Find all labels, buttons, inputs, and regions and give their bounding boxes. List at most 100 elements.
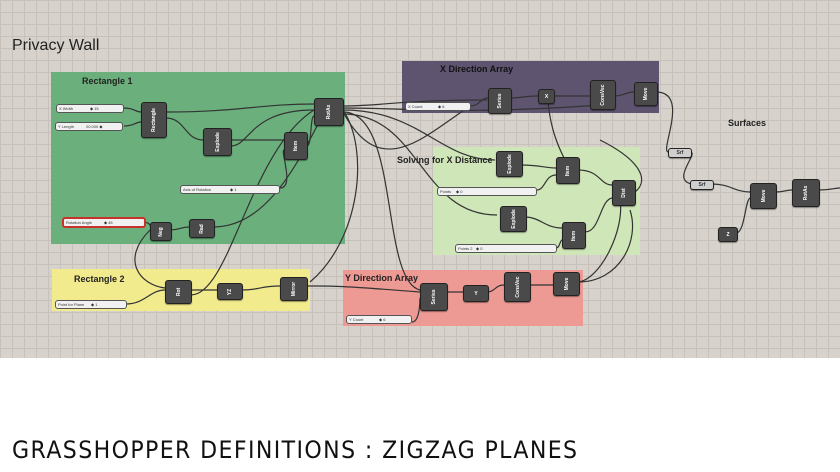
slider-y-length[interactable]: Y Length 20.000 ◆ xyxy=(55,122,123,131)
group-label: Rectangle 2 xyxy=(74,274,125,284)
wire xyxy=(655,91,674,153)
component-name: Rot xyxy=(175,287,182,297)
slider-point-for-plane[interactable]: Point for Plane ◆ 1 xyxy=(55,300,127,309)
component-yz-plane[interactable]: YZ xyxy=(217,283,243,300)
slider-label: X Width xyxy=(59,106,74,111)
slider-value: ◆ 1 xyxy=(230,187,237,192)
wire xyxy=(469,97,489,107)
slider-value: ◆ 0 xyxy=(476,246,483,251)
group-label: Rectangle 1 xyxy=(82,76,133,86)
wire xyxy=(305,285,421,293)
component-move-x[interactable]: Move xyxy=(634,82,658,106)
wire xyxy=(241,285,281,291)
component-name: Rectangle xyxy=(151,108,157,132)
wire xyxy=(524,216,563,229)
canvas-title: Privacy Wall xyxy=(12,37,100,54)
component-rotate-axis[interactable]: RotAx xyxy=(314,98,344,126)
wire xyxy=(599,139,643,193)
slider-x-width[interactable]: X Width ◆ 15 xyxy=(56,104,124,113)
slider-label: X Count xyxy=(408,104,423,109)
grasshopper-canvas[interactable]: Privacy Wall Rectangle 1 Rectangle 2 X D… xyxy=(0,0,840,358)
component-name: Mirror xyxy=(291,281,297,297)
wire xyxy=(169,226,190,231)
component-name: Move xyxy=(760,189,767,203)
component-relay-2[interactable]: Srf xyxy=(690,180,714,190)
wire xyxy=(577,199,622,283)
component-name: Move xyxy=(563,277,570,291)
component-mirror[interactable]: Mirror xyxy=(280,277,308,301)
wire xyxy=(190,109,315,296)
wire xyxy=(123,121,142,127)
wire xyxy=(577,169,613,186)
group-solving-x-distance[interactable] xyxy=(433,147,640,255)
slider-axis-of-rotation[interactable]: Axis of Rotation ◆ 1 xyxy=(180,185,280,194)
component-rotate-axis-surfaces[interactable]: RotAx xyxy=(792,179,820,207)
slider-label: Y Length xyxy=(58,124,74,129)
component-construct-vector-x[interactable]: ConsVec xyxy=(590,80,616,110)
wire xyxy=(411,297,421,323)
wire xyxy=(342,111,421,291)
component-list-item-2[interactable]: Item xyxy=(556,157,580,184)
wire xyxy=(486,284,505,293)
wire xyxy=(613,91,635,97)
group-label: X Direction Array xyxy=(440,64,514,74)
wire xyxy=(774,189,793,193)
component-y-vector[interactable]: Y xyxy=(463,285,489,302)
component-name: Item xyxy=(293,140,299,152)
slider-value: ◆ 0 xyxy=(456,189,463,194)
component-name: Explode xyxy=(510,209,517,229)
component-distance[interactable]: Dist xyxy=(612,180,636,206)
component-name: Rad xyxy=(199,223,205,234)
slider-y-count[interactable]: Y Count ◆ 6 xyxy=(346,315,412,324)
slider-rotation-angle[interactable]: Rotation Angle ◆ 45 xyxy=(62,217,146,228)
group-label-solving: Solving for X Distance xyxy=(397,155,493,165)
component-explode-1[interactable]: Explode xyxy=(203,128,232,156)
wire xyxy=(279,149,288,189)
wire xyxy=(547,99,566,161)
slider-label: Axis of Rotation xyxy=(183,187,212,192)
component-series-x[interactable]: Series xyxy=(488,88,512,114)
slider-x-count[interactable]: X Count ◆ 6 xyxy=(405,102,471,111)
component-x-vector[interactable]: X xyxy=(538,89,555,104)
wire xyxy=(165,103,315,113)
component-name: ConsVec xyxy=(600,84,606,106)
component-name: Series xyxy=(497,93,503,109)
wire xyxy=(735,197,751,234)
component-name: Srf xyxy=(676,150,684,156)
component-explode-2[interactable]: Explode xyxy=(496,151,523,177)
wire xyxy=(342,113,498,216)
wire xyxy=(306,115,315,147)
slider-points[interactable]: Points ◆ 0 xyxy=(437,187,537,196)
component-series-y[interactable]: Series xyxy=(420,283,448,311)
component-name: ConsVec xyxy=(514,276,521,298)
component-name: Move xyxy=(643,87,649,101)
component-rectangle[interactable]: Rectangle xyxy=(141,102,167,138)
wire xyxy=(165,117,204,141)
slider-value: ◆ 15 xyxy=(90,106,99,111)
component-name: Explode xyxy=(214,132,221,152)
wire xyxy=(817,187,840,191)
wire xyxy=(125,289,166,305)
component-negative[interactable]: Neg xyxy=(150,222,172,241)
component-list-item-1[interactable]: Item xyxy=(284,132,308,160)
label-surfaces: Surfaces xyxy=(728,118,767,128)
component-name: Dist xyxy=(621,188,627,198)
wire xyxy=(509,95,539,99)
component-move-surfaces[interactable]: Move xyxy=(750,183,777,209)
component-name: X xyxy=(544,93,549,100)
component-name: Z xyxy=(726,231,730,238)
component-z-vector[interactable]: Z xyxy=(718,227,738,242)
component-relay-1[interactable]: Srf xyxy=(668,148,692,158)
slider-label: Points 2 xyxy=(458,246,473,251)
component-rotate-plane[interactable]: Rot xyxy=(165,280,192,304)
component-radians[interactable]: Rad xyxy=(189,219,215,238)
component-list-item-3[interactable]: Item xyxy=(562,222,586,249)
wire xyxy=(584,197,613,233)
component-explode-3[interactable]: Explode xyxy=(500,206,527,232)
wire xyxy=(711,183,751,193)
wires xyxy=(123,91,840,323)
slider-points-2[interactable]: Points 2 ◆ 0 xyxy=(455,244,557,253)
component-construct-vector-y[interactable]: ConsVec xyxy=(504,272,531,302)
component-move-y[interactable]: Move xyxy=(553,272,580,296)
slider-value: ◆ 45 xyxy=(104,220,113,225)
